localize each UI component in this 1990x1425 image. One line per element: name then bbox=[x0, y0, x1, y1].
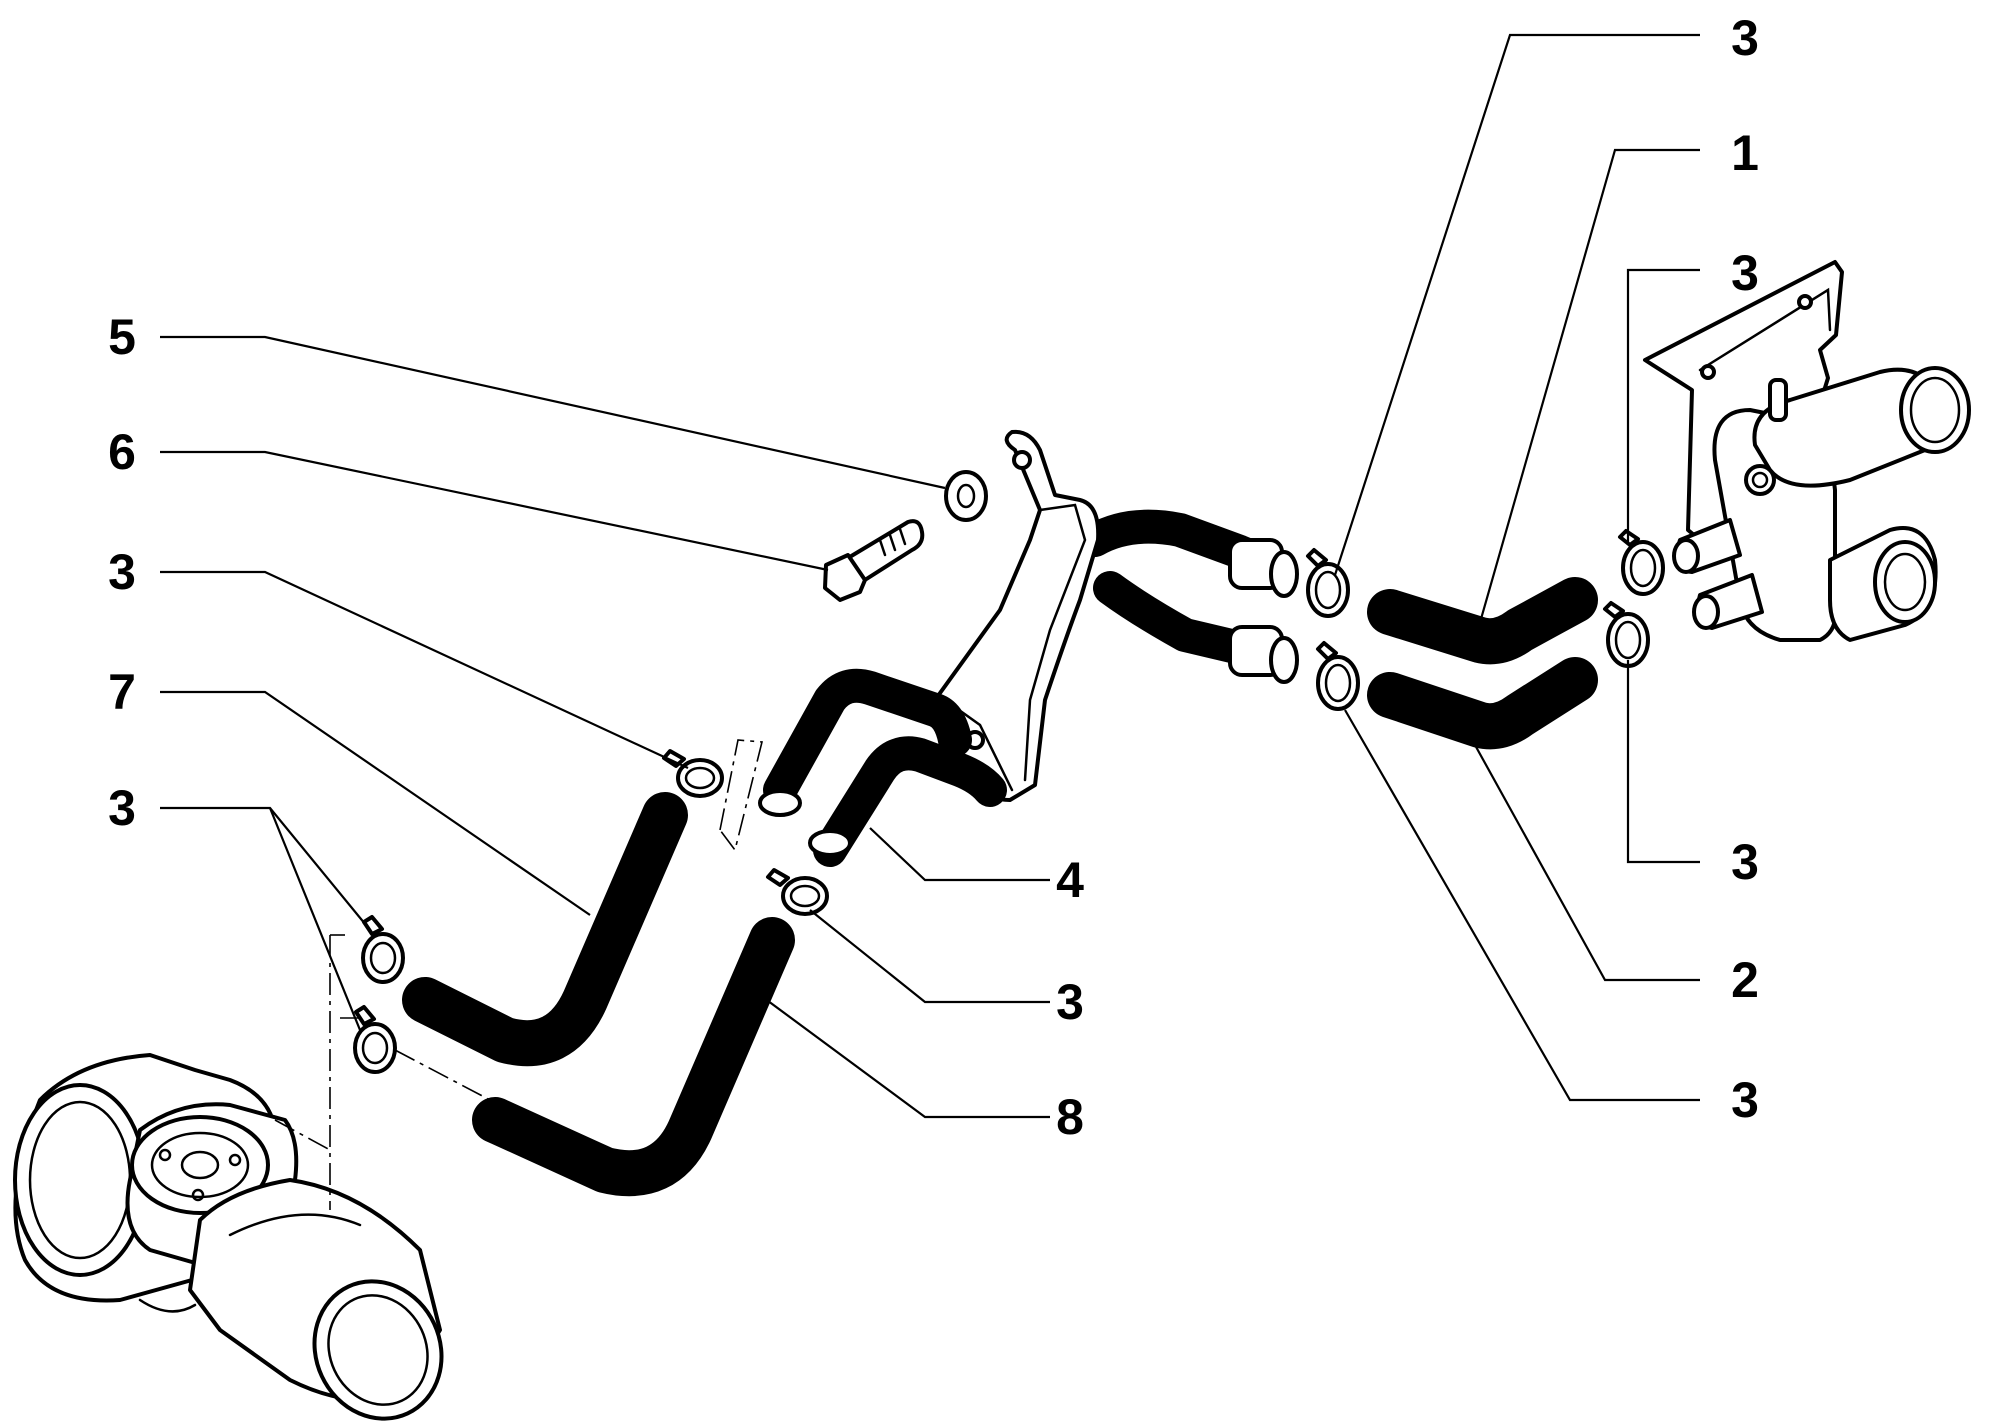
callout-label-3-top: 3 bbox=[1731, 10, 1759, 66]
callout-label-2: 2 bbox=[1731, 952, 1759, 1008]
hose-clamp-lower-right bbox=[1603, 601, 1650, 668]
callout-label-3-center: 3 bbox=[1056, 974, 1084, 1030]
callout-label-3-right-middle: 3 bbox=[1731, 834, 1759, 890]
callout-label-8: 8 bbox=[1056, 1089, 1084, 1145]
hose-clamp-far-left-upper bbox=[361, 915, 405, 984]
bolt bbox=[823, 519, 925, 602]
callout-label-1: 1 bbox=[1731, 125, 1759, 181]
washer bbox=[944, 470, 988, 522]
callout-labels: 3 1 3 5 6 3 7 3 4 3 3 2 3 8 bbox=[108, 10, 1759, 1145]
hose-7 bbox=[402, 792, 688, 1067]
hose-2 bbox=[1367, 657, 1598, 750]
thermostat-housing bbox=[1643, 260, 1971, 642]
metal-pipe-assembly bbox=[758, 429, 1299, 867]
hose-clamp-left-upper bbox=[662, 749, 724, 798]
callout-label-3-right-bottom: 3 bbox=[1731, 1072, 1759, 1128]
hose-clamp-center-lower bbox=[1316, 641, 1360, 711]
callout-label-6: 6 bbox=[108, 424, 136, 480]
callout-label-3-left-upper: 3 bbox=[108, 544, 136, 600]
hose-clamp-upper-right bbox=[1618, 529, 1665, 596]
hose-1 bbox=[1367, 577, 1598, 665]
callout-label-7: 7 bbox=[108, 664, 136, 720]
leader-lines bbox=[160, 33, 1700, 1119]
assembly-dash-lines bbox=[274, 739, 764, 1210]
callout-label-3-upper-right: 3 bbox=[1731, 245, 1759, 301]
callout-label-5: 5 bbox=[108, 309, 136, 365]
hose-clamp-left-middle bbox=[766, 868, 829, 916]
water-pump-inlet bbox=[13, 1053, 444, 1421]
callout-label-4: 4 bbox=[1056, 852, 1084, 908]
hose-clamp-far-left-lower bbox=[353, 1005, 397, 1074]
callout-label-3-left-lower: 3 bbox=[108, 780, 136, 836]
hose-clamp-center-upper bbox=[1306, 548, 1350, 618]
hose-8 bbox=[472, 917, 795, 1197]
